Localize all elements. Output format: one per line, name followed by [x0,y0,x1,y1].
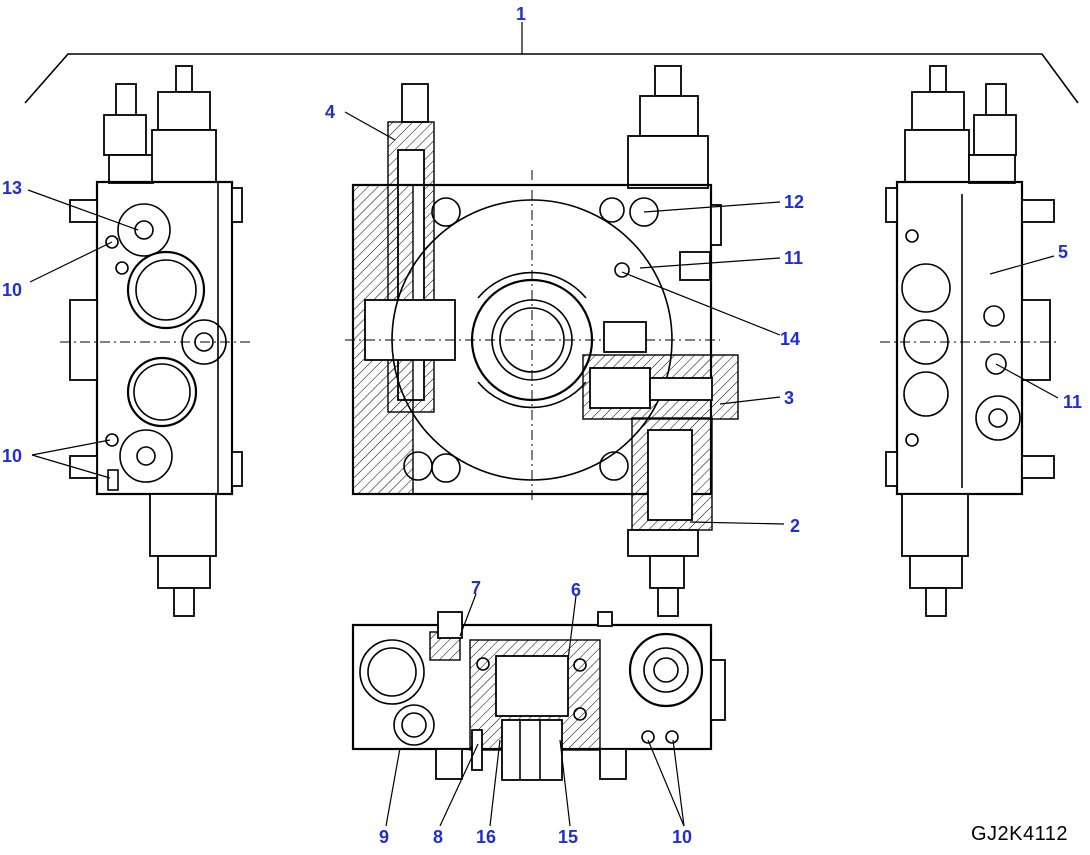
callout-2: 2 [790,516,800,536]
callout-14: 14 [780,329,800,349]
callout-5: 5 [1058,242,1068,262]
callout-11-right: 11 [1063,392,1082,412]
callout-16: 16 [476,827,496,847]
callout-12: 12 [784,192,804,212]
right-side-view [880,65,1060,617]
left-side-view [60,65,250,617]
callout-10-left: 10 [2,446,22,466]
callout-4: 4 [325,102,335,122]
assembly-bracket [24,22,1079,104]
callout-11-center: 11 [784,248,803,268]
callout-3: 3 [784,388,794,408]
center-section-view [345,65,739,617]
callout-10-top: 10 [2,280,22,300]
callout-15: 15 [558,827,578,847]
callout-1: 1 [516,4,526,24]
drawing-reference-code: GJ2K4112 [970,823,1068,845]
bottom-section-view [351,611,726,781]
callout-6: 6 [571,580,581,600]
callout-8: 8 [433,827,443,847]
callout-13: 13 [2,178,22,198]
callout-7: 7 [471,578,481,598]
callout-labels: 1 2 3 4 5 6 7 8 9 10 10 10 11 11 12 13 1… [2,4,1082,847]
callout-9: 9 [379,827,389,847]
leader-lines [27,111,1059,827]
callout-10-bottom: 10 [672,827,692,847]
